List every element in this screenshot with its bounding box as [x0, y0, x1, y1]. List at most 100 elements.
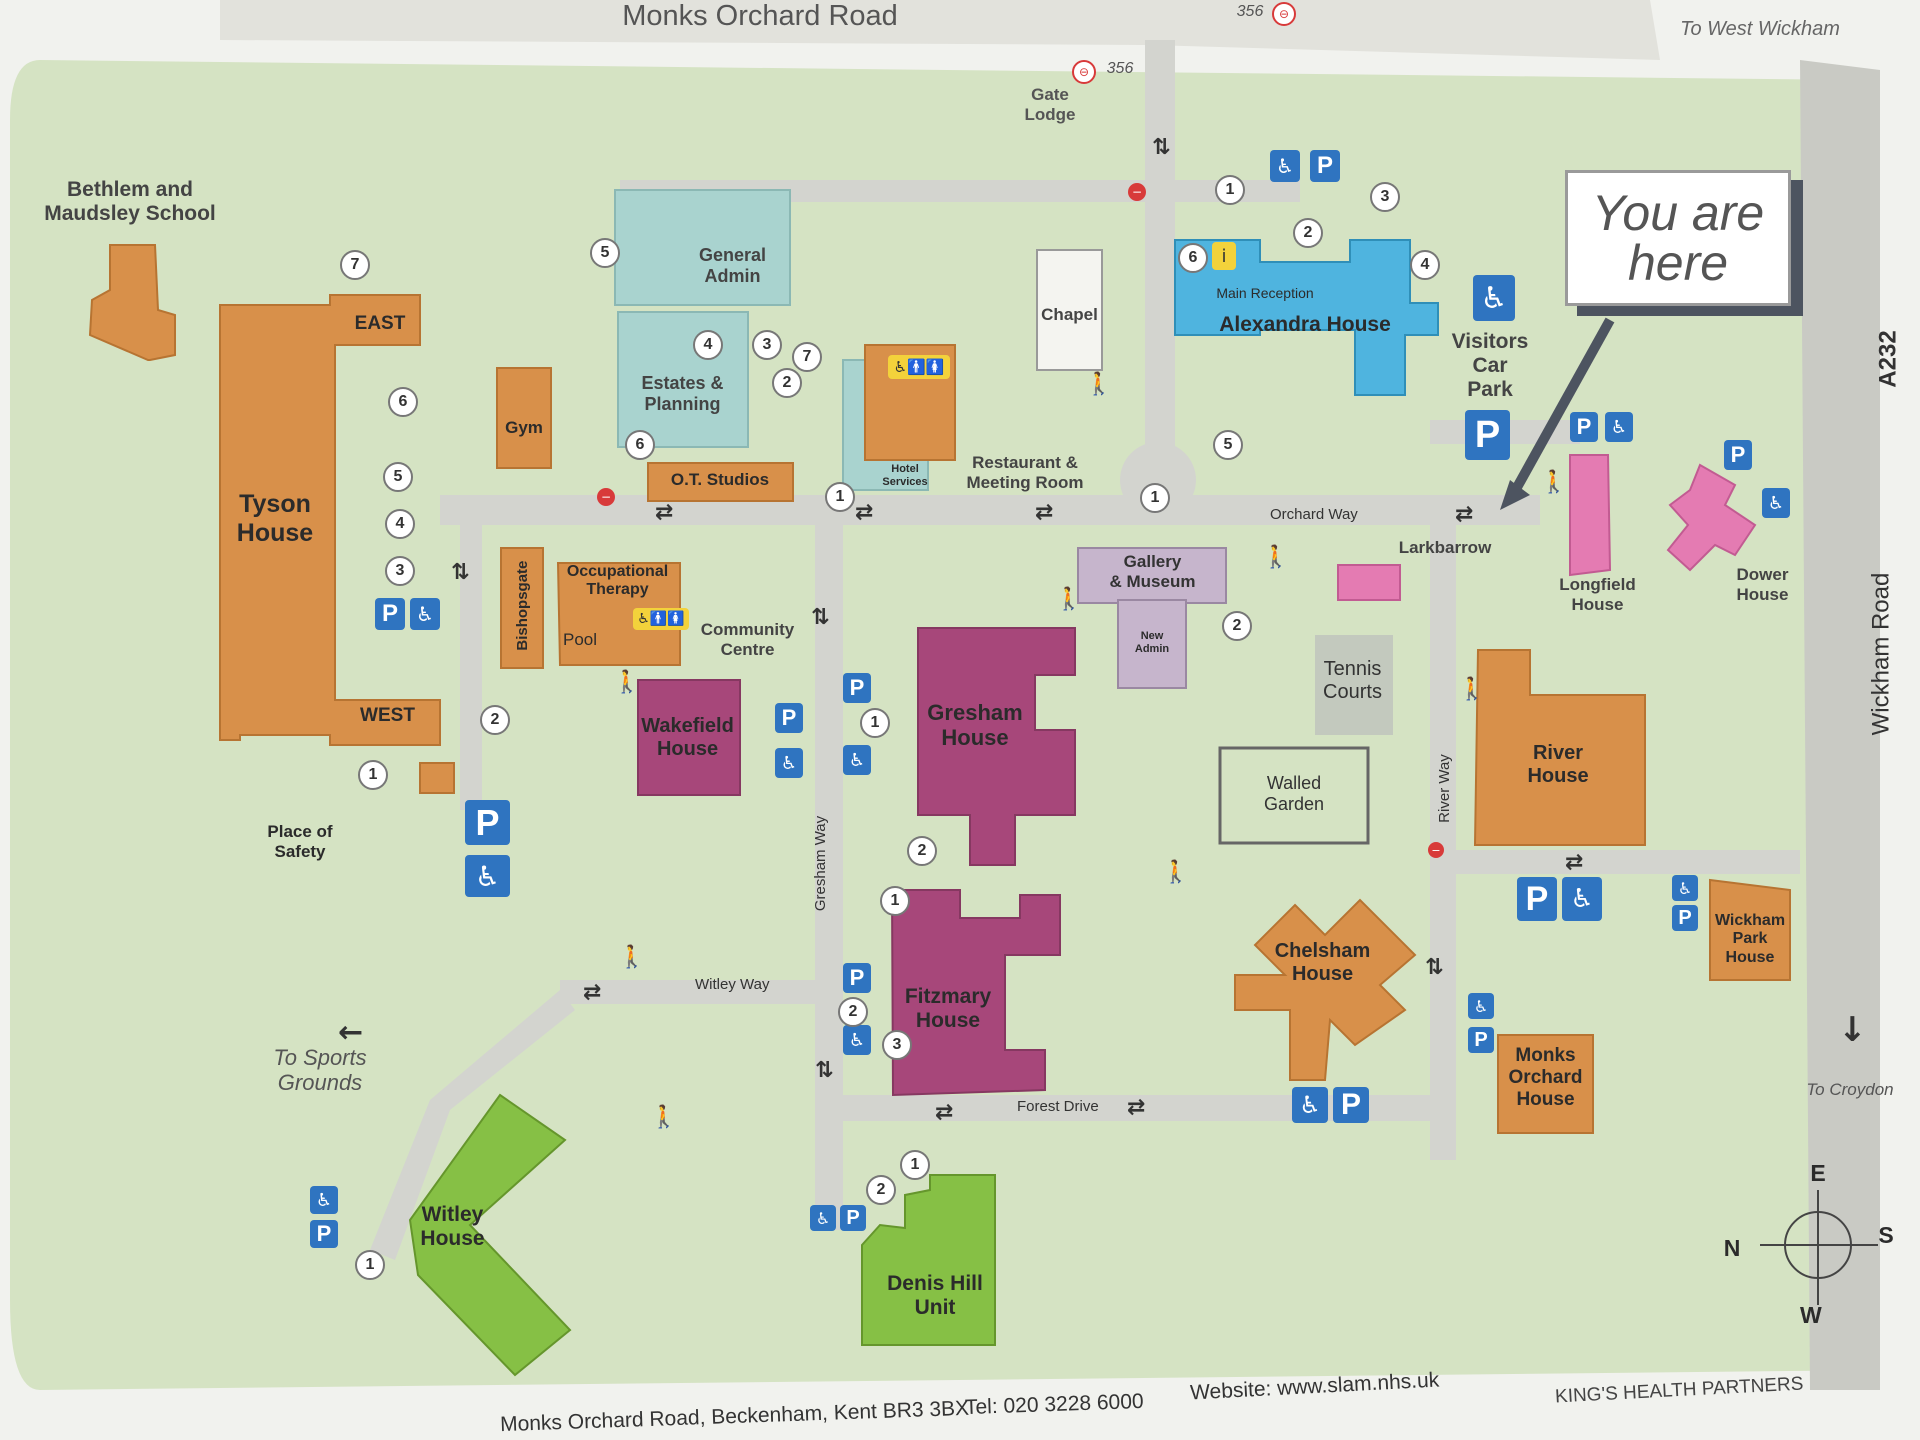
entrance-marker: 1 [355, 1250, 385, 1280]
wheelchair-icon: ♿ [810, 1205, 836, 1231]
wickham-park-label: Wickham Park House [1714, 912, 1786, 966]
community-centre-label: Community Centre [700, 620, 795, 659]
ot-label: Occupational Therapy [566, 563, 669, 599]
compass-s: S [1878, 1222, 1894, 1248]
entrance-marker: 1 [900, 1150, 930, 1180]
dower-label: Dower House [1736, 565, 1789, 604]
pedestrian-icon: 🚶 [1262, 545, 1290, 570]
pedestrian-icon: 🚶 [1540, 470, 1568, 495]
visitors-car-park-label: Visitors Car Park [1451, 330, 1529, 402]
two-way-arrow-icon: ⇄ [1035, 500, 1054, 525]
river-house-label: River House [1527, 742, 1589, 787]
bus-stop-gate-label: 356 [1106, 60, 1134, 77]
entrance-marker: 5 [590, 238, 620, 268]
compass-n: N [1723, 1235, 1741, 1261]
denis-hill-shape [861, 1174, 996, 1346]
wheelchair-icon: ♿ [1562, 877, 1602, 921]
entrance-marker: 2 [866, 1175, 896, 1205]
wheelchair-icon: ♿ [465, 855, 510, 897]
fitzmary-label: Fitzmary House [904, 985, 992, 1033]
road-segment [1440, 850, 1800, 874]
entrance-marker: 7 [792, 342, 822, 372]
wickham-park-shape [1709, 878, 1791, 981]
chelsham-label: Chelsham House [1274, 940, 1371, 985]
pedestrian-icon: 🚶 [1458, 677, 1486, 702]
parking-icon: P [1724, 440, 1752, 470]
entrance-marker: 5 [383, 462, 413, 492]
entrance-marker: 1 [1140, 483, 1170, 513]
wheelchair-icon: ♿ [775, 748, 803, 778]
entrance-marker: 2 [1222, 611, 1252, 641]
up-down-arrow-icon: ⇅ [815, 1058, 834, 1083]
entrance-marker: 2 [907, 836, 937, 866]
tyson-east-label: EAST [354, 313, 406, 334]
river-way-label: River Way [1435, 754, 1453, 823]
parking-icon: P [1570, 412, 1598, 442]
hotel-services-label: Hotel Services [882, 463, 928, 488]
walled-garden-shape [1218, 746, 1370, 845]
orchard-way-label: Orchard Way [1270, 506, 1358, 523]
pedestrian-icon: 🚶 [1085, 372, 1113, 397]
bus-stop-icon: ⊖ [1072, 60, 1096, 84]
alexandra-house-shape [1174, 239, 1439, 396]
two-way-arrow-icon: ⇄ [1455, 502, 1474, 527]
larkbarrow-label: Larkbarrow [1398, 538, 1492, 557]
to-sports-grounds-label: To Sports Grounds [273, 1045, 367, 1096]
entrance-marker: 2 [772, 368, 802, 398]
two-way-arrow-icon: ⇄ [655, 500, 674, 525]
place-of-safety-shape [419, 762, 455, 794]
entrance-marker: 1 [358, 760, 388, 790]
river-house-shape [1473, 649, 1646, 846]
parking-icon: P [1517, 877, 1557, 921]
you-are-here-pointer [1505, 317, 1615, 503]
you-are-here-callout: You are here [1565, 170, 1791, 306]
longfield-shape [1569, 454, 1612, 577]
two-way-arrow-icon: ⇄ [935, 1100, 954, 1125]
parking-icon: P [843, 673, 871, 703]
wakefield-label: Wakefield House [641, 715, 734, 760]
dower-shape [1666, 463, 1757, 572]
walled-garden-label: Walled Garden [1263, 773, 1325, 814]
wheelchair-icon: ♿ [1468, 993, 1494, 1019]
parking-icon: P [1310, 150, 1340, 182]
school-shape [88, 244, 176, 361]
wheelchair-icon: ♿ [310, 1186, 338, 1214]
parking-icon: P [1672, 905, 1698, 931]
monks-orchard-road-label: Monks Orchard Road [622, 0, 898, 32]
roundabout [1120, 442, 1196, 518]
new-admin-label: New Admin [1134, 630, 1170, 655]
wheelchair-icon: ♿ [843, 745, 871, 775]
to-croydon-label: To Croydon [1806, 1080, 1894, 1099]
wheelchair-icon: ♿ [843, 1025, 871, 1055]
pedestrian-icon: 🚶 [618, 945, 646, 970]
gallery-label: Gallery & Museum [1109, 552, 1196, 591]
fitzmary-shape [890, 889, 1061, 1097]
chelsham-shape [1234, 898, 1417, 1081]
wheelchair-icon: ♿ [1292, 1087, 1328, 1123]
up-down-arrow-icon: ⇅ [1425, 955, 1444, 980]
entrance-marker: 1 [880, 886, 910, 916]
bishopsgate-label: Bishopsgate [513, 560, 531, 651]
no-entry-icon: − [1128, 183, 1146, 201]
up-down-arrow-icon: ⇅ [451, 560, 470, 585]
road-segment [440, 495, 1540, 525]
entrance-marker: 5 [1213, 430, 1243, 460]
toilet-icon: ♿🚹🚺 [633, 608, 689, 630]
gresham-label: Gresham House [927, 700, 1023, 751]
longfield-label: Longfield House [1559, 575, 1636, 614]
tennis-label: Tennis Courts [1323, 658, 1382, 703]
ot-studios-label: O.T. Studios [670, 470, 770, 489]
restaurant-label: Restaurant & Meeting Room [966, 453, 1084, 492]
pedestrian-icon: 🚶 [650, 1105, 678, 1130]
parking-icon: P [775, 703, 803, 733]
forest-drive-label: Forest Drive [1017, 1098, 1099, 1115]
monks-orchard-house-label: Monks Orchard House [1508, 1045, 1583, 1110]
ot-shape [556, 562, 681, 666]
general-admin-label: General Admin [698, 245, 767, 286]
witley-way-label: Witley Way [695, 976, 770, 993]
two-way-arrow-icon: ⇄ [1127, 1095, 1146, 1120]
entrance-marker: 4 [693, 330, 723, 360]
school-label: Bethlem and Maudsley School [44, 178, 216, 226]
